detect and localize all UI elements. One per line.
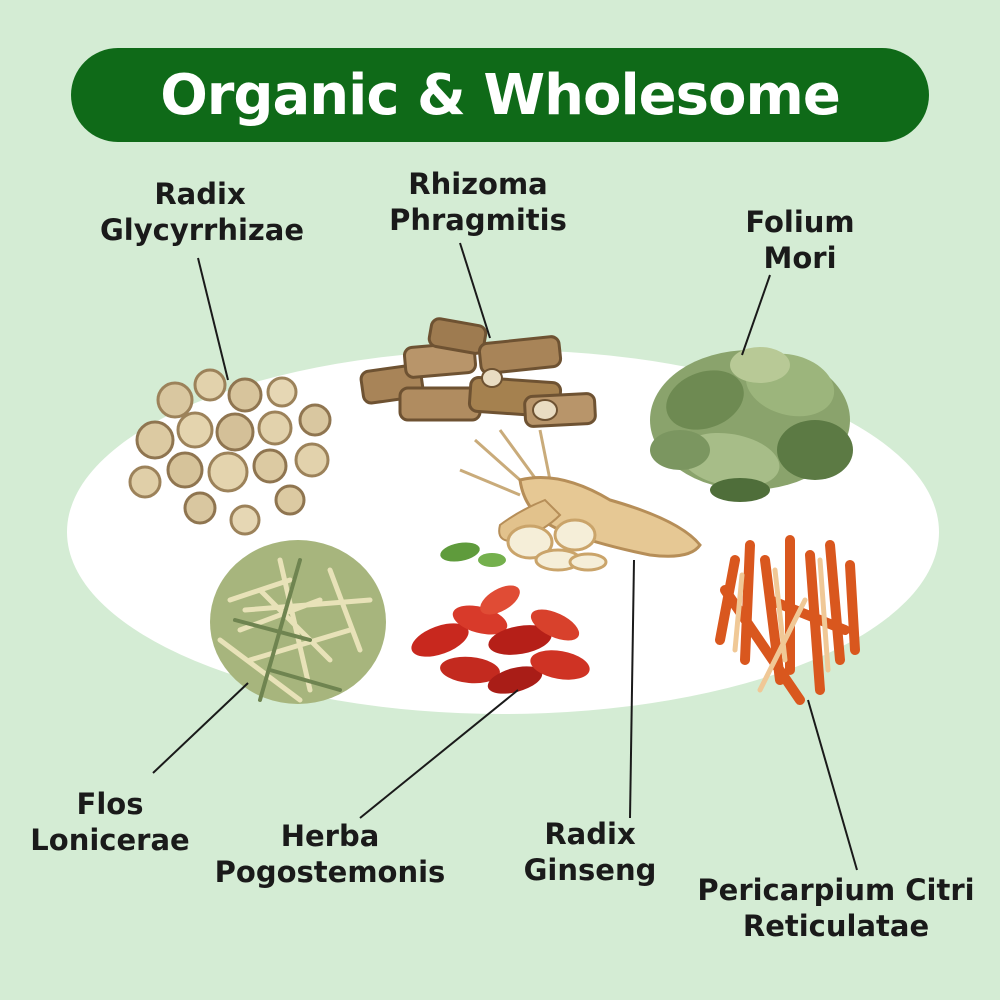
label-line: Radix [544,817,636,851]
mulberry-leaves-image [650,347,853,502]
label-radix-ginseng: Radix Ginseng [520,816,660,888]
leader-line-pericarpium-citri [807,699,858,871]
label-line: Radix [154,177,246,211]
label-line: Pericarpium Citri [697,873,975,907]
label-herba-pogostemonis: Herba Pogostemonis [210,818,450,890]
label-line: Glycyrrhizae [100,213,305,247]
licorice-slices-image [128,368,332,536]
leader-line-flos-lonicerae [152,682,249,774]
label-rhizoma-phragmitis: Rhizoma Phragmitis [378,166,578,238]
label-line: Reticulatae [742,909,930,943]
leader-line-rhizoma-phragmitis [459,242,491,339]
leader-line-folium-mori [741,274,771,356]
label-line: Folium [745,205,855,239]
label-line: Mori [763,241,837,275]
page-title: Organic & Wholesome [160,62,841,128]
ginseng-root-image [440,429,702,572]
goji-berries-image [411,585,590,694]
label-line: Flos [76,787,144,821]
label-line: Lonicerae [30,823,190,857]
label-radix-glycyrrhizae: Radix Glycyrrhizae [100,176,305,248]
leader-line-radix-glycyrrhizae [197,257,229,381]
label-flos-lonicerae: Flos Lonicerae [20,786,200,858]
reed-rhizome-image [359,317,597,428]
leader-lines [152,242,858,871]
leader-line-herba-pogostemonis [359,689,519,819]
label-folium-mori: Folium Mori [740,204,860,276]
dried-tangerine-peel-image [715,535,860,705]
label-line: Ginseng [523,853,657,887]
honeysuckle-flowers-image [210,540,386,704]
label-line: Pogostemonis [214,855,446,889]
title-banner: Organic & Wholesome [71,48,929,142]
label-line: Herba [280,819,380,853]
label-pericarpium-citri-reticulatae: Pericarpium Citri Reticulatae [688,872,984,944]
leader-line-radix-ginseng [629,559,635,819]
label-line: Phragmitis [389,203,567,237]
label-line: Rhizoma [408,167,548,201]
